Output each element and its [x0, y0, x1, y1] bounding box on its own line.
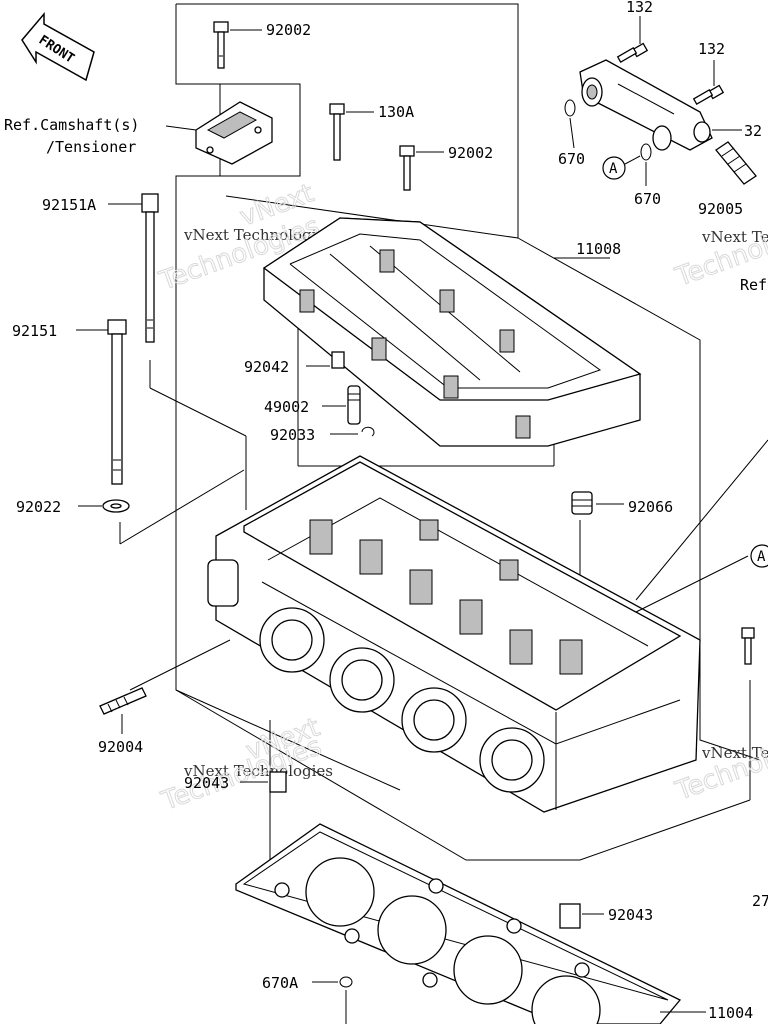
- water-pipe-32: [579, 59, 742, 151]
- label-92004: 92004: [98, 738, 143, 756]
- stud-92004: [99, 687, 147, 734]
- label-32: 32: [744, 122, 762, 140]
- ref-camshaft-label: Ref.Camshaft(s): [4, 116, 139, 134]
- label-11004: 11004: [708, 1004, 753, 1022]
- label-92022: 92022: [16, 498, 61, 516]
- label-27-partial: 27: [752, 892, 768, 910]
- o-ring-670-b: [640, 143, 652, 186]
- camshaft-cap-11008: [262, 217, 642, 447]
- callout-a-right-text: A: [757, 549, 766, 565]
- label-670-a: 670: [558, 150, 585, 168]
- label-92033: 92033: [270, 426, 315, 444]
- label-670a: 670A: [262, 974, 298, 992]
- callout-a-top: A: [602, 155, 641, 180]
- camshaft-tensioner-bracket: [195, 101, 273, 165]
- label-132-mid: 132: [698, 40, 725, 58]
- washer-92022: [78, 499, 130, 513]
- label-92151a: 92151A: [42, 196, 96, 214]
- fitting-92005: [715, 141, 757, 185]
- watermark-text-4: vNext Technologies: [701, 744, 768, 762]
- callout-a-right: A: [750, 544, 768, 568]
- part-49002: [322, 385, 361, 425]
- label-49002: 49002: [264, 398, 309, 416]
- bolt-130a: [329, 103, 374, 161]
- callout-a-top-text: A: [609, 161, 618, 177]
- label-92005: 92005: [698, 200, 743, 218]
- bolt-92151a: [108, 193, 159, 343]
- label-92002-mid: 92002: [448, 144, 493, 162]
- watermark-text-2: vNext Technologies: [701, 228, 768, 246]
- label-92066: 92066: [628, 498, 673, 516]
- plug-92066: [571, 491, 624, 515]
- watermark-text-3: vNext Technologies: [183, 762, 333, 780]
- bolt-132-top: [616, 16, 649, 63]
- ref-tensioner-label: /Tensioner: [46, 138, 136, 156]
- bolt-132-mid: [692, 60, 725, 105]
- dowel-92042: [306, 351, 345, 369]
- bolt-92002-mid: [399, 145, 444, 191]
- watermark-text-1: vNext Technologies: [183, 226, 333, 244]
- label-670-b: 670: [634, 190, 661, 208]
- bolt-92151: [76, 319, 127, 485]
- label-92042: 92042: [244, 358, 289, 376]
- label-92043-left: 92043: [184, 774, 229, 792]
- label-92043-right: 92043: [608, 906, 653, 924]
- ref-right-label: Ref: [740, 276, 767, 294]
- label-92151: 92151: [12, 322, 57, 340]
- bolt-right-side: [741, 627, 755, 665]
- label-130a: 130A: [378, 103, 414, 121]
- label-92002-top: 92002: [266, 21, 311, 39]
- cylinder-head-11001: [207, 439, 768, 813]
- head-gasket-11004: [235, 823, 706, 1024]
- dowel-92043-left: [240, 771, 287, 793]
- front-arrow-icon: FRONT: [21, 11, 95, 82]
- o-ring-670a: [312, 976, 353, 1024]
- label-132-top: 132: [626, 0, 653, 16]
- clip-92033: [330, 426, 375, 437]
- bolt-92002-top: [213, 21, 262, 69]
- o-ring-670-a: [564, 99, 576, 149]
- dowel-92043-right: [559, 903, 604, 929]
- label-11008: 11008: [576, 240, 621, 258]
